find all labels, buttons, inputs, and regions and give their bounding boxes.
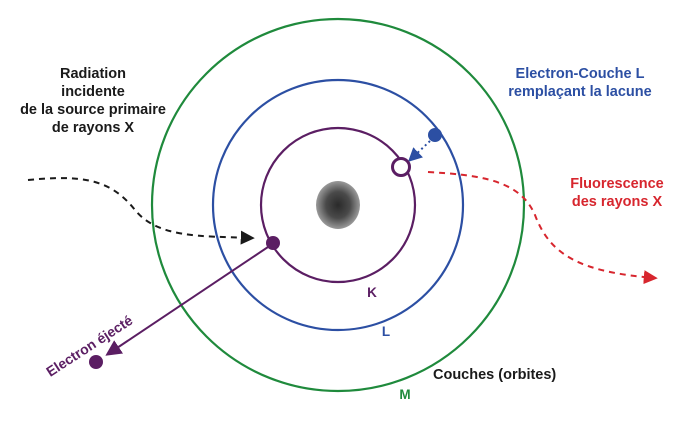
incident-line-4: de rayons X: [52, 120, 135, 136]
fluorescence-label: Fluorescence des rayons X: [570, 176, 664, 210]
k-shell-vacancy: [391, 157, 411, 177]
fluorescence-line-2: des rayons X: [572, 194, 663, 210]
k-shell-electron: [266, 236, 280, 250]
replacing-electron-label: Electron-Couche L remplaçant la lacune: [508, 66, 651, 100]
shell-k-label: K: [367, 285, 377, 300]
incident-line-1: Radiation: [60, 66, 126, 82]
shell-m-label: M: [399, 387, 410, 402]
replacement-path: [407, 140, 431, 162]
shell-l-orbit: [211, 78, 465, 332]
incident-line-2: incidente: [61, 84, 125, 100]
incident-line-3: de la source primaire: [20, 102, 166, 118]
shell-k-orbit: [259, 126, 417, 284]
electron-l-line-1: Electron-Couche L: [516, 66, 645, 82]
l-shell-electron: [428, 128, 442, 142]
fluorescence-arrow: [427, 171, 658, 285]
electron-l-line-2: remplaçant la lacune: [508, 84, 651, 100]
incident-radiation-arrow: [27, 177, 255, 245]
shell-l-label: L: [382, 324, 390, 339]
fluorescence-line-1: Fluorescence: [570, 176, 664, 192]
incident-radiation-label: Radiation incidente de la source primair…: [20, 66, 166, 136]
ejected-electron-path: [105, 244, 272, 356]
nucleus: [316, 181, 360, 229]
ejected-electron: [89, 355, 103, 369]
shells-label: Couches (orbites): [433, 367, 556, 383]
shell-m-orbit: [150, 17, 526, 393]
